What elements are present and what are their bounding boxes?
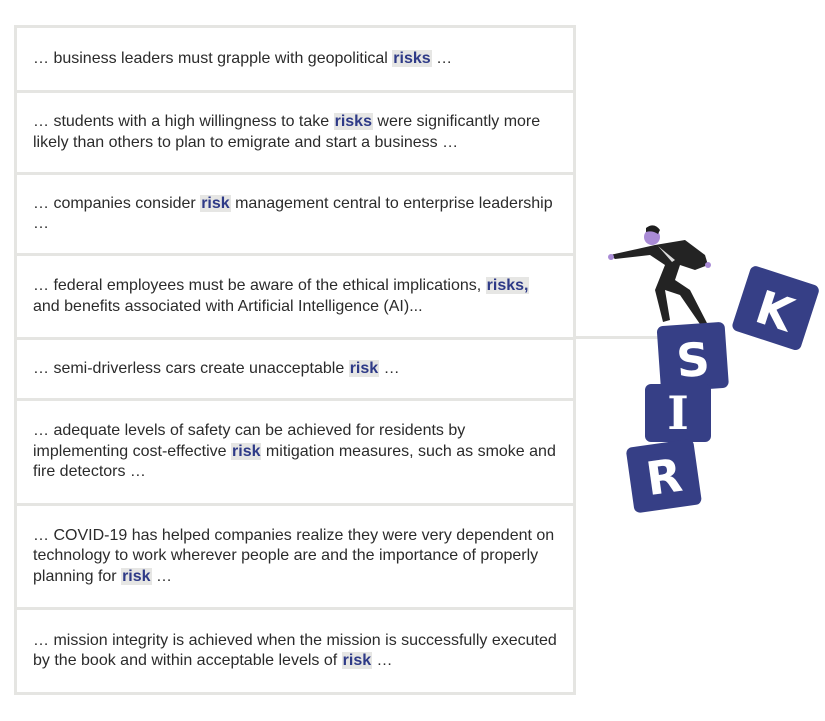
- quote-text: …: [379, 359, 400, 377]
- block-letter: I: [667, 386, 689, 440]
- quote-text: … adequate levels of safety can be achie…: [33, 422, 466, 460]
- quote-item: … business leaders must grapple with geo…: [14, 25, 576, 90]
- risk-highlight: risks: [392, 49, 432, 67]
- quote-text: … semi-driverless cars create unacceptab…: [33, 359, 349, 377]
- risk-highlight: risk: [341, 652, 373, 669]
- quote-text: … business leaders must grapple with geo…: [33, 49, 393, 67]
- quote-text: … COVID-19 has helped companies realize …: [33, 526, 555, 585]
- quote-item: … mission integrity is achieved when the…: [14, 607, 576, 695]
- block-r: R: [626, 439, 702, 513]
- quote-text: …: [151, 567, 172, 585]
- quote-text: … federal employees must be aware of the…: [33, 277, 486, 294]
- quote-list: … business leaders must grapple with geo…: [14, 25, 576, 695]
- quote-text: mitigation measures, such as smoke and f…: [33, 442, 556, 481]
- risk-highlight: risk: [200, 194, 231, 212]
- quote-text: … students with a high willingness to ta…: [33, 113, 334, 130]
- block-s: S: [656, 322, 729, 392]
- quote-item: … companies consider risk management cen…: [14, 172, 576, 253]
- quote-item: … federal employees must be aware of the…: [14, 253, 576, 337]
- risk-highlight: risk: [231, 442, 262, 460]
- quote-text: … companies consider: [33, 194, 201, 212]
- block-letter: R: [643, 448, 686, 506]
- quote-item: … semi-driverless cars create unacceptab…: [14, 337, 576, 398]
- connector-line: [576, 336, 666, 339]
- risk-highlight: risk: [121, 567, 152, 585]
- quote-text: management central to enterprise leaders…: [33, 194, 553, 233]
- businessman-icon: [608, 225, 711, 327]
- quote-item: … COVID-19 has helped companies realize …: [14, 503, 576, 607]
- risk-blocks-illustration: K S I R: [608, 225, 819, 513]
- block-i: I: [645, 384, 711, 442]
- quote-text: and benefits associated with Artificial …: [33, 297, 423, 315]
- block-k: K: [732, 266, 819, 350]
- risk-highlight: risks: [333, 113, 373, 130]
- quote-item: … adequate levels of safety can be achie…: [14, 398, 576, 503]
- risk-highlight: risk: [348, 359, 380, 377]
- risk-highlight: risks,: [485, 277, 530, 294]
- block-letter: S: [675, 332, 712, 388]
- quote-text: … mission integrity is achieved when the…: [33, 631, 557, 670]
- quote-text: …: [372, 652, 393, 669]
- quote-text: were significantly more likely than othe…: [33, 113, 541, 151]
- quote-item: … students with a high willingness to ta…: [14, 90, 576, 172]
- quote-text: …: [431, 49, 453, 67]
